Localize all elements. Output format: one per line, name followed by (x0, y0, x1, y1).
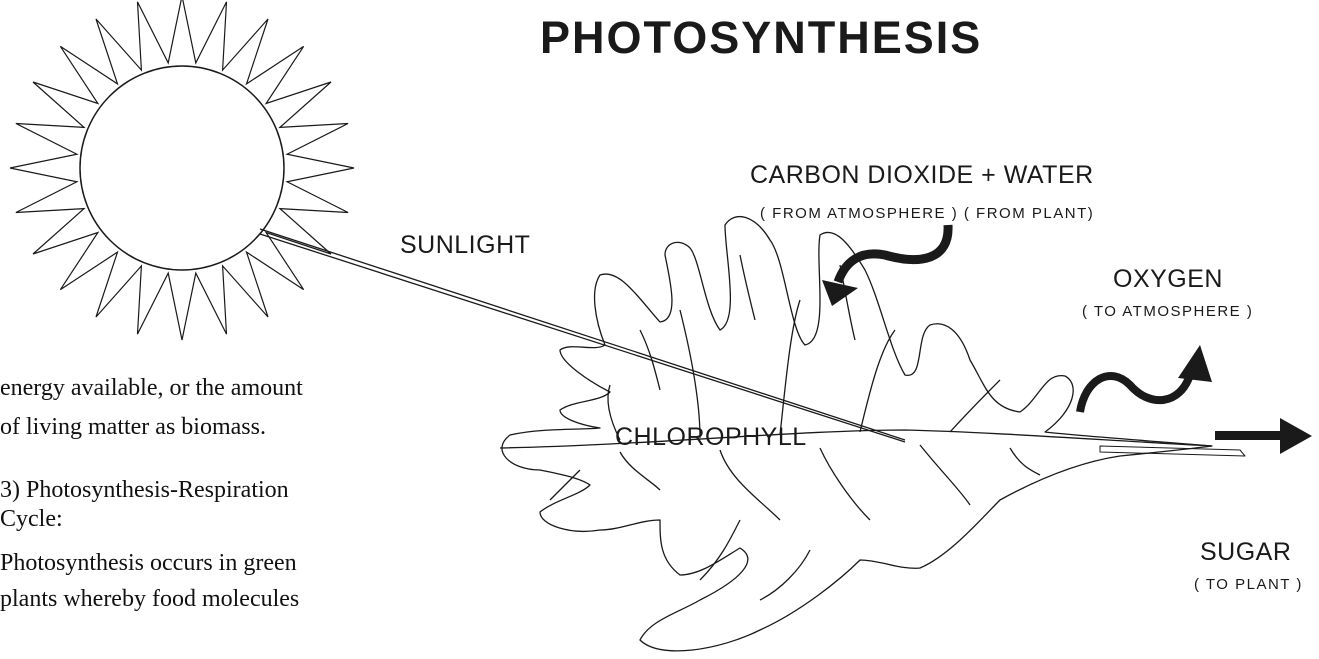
chlorophyll-label: CHLOROPHYLL (615, 423, 807, 452)
text-line: plants whereby food molecules (0, 585, 299, 614)
text-line: of living matter as biomass. (0, 413, 266, 442)
sunlight-ray (260, 229, 905, 442)
inputs-sources-label: ( FROM ATMOSPHERE ) ( FROM PLANT) (760, 205, 1094, 222)
sun-icon (10, 0, 354, 340)
sugar-label: SUGAR (1200, 538, 1291, 567)
oxygen-destination-label: ( TO ATMOSPHERE ) (1082, 303, 1253, 320)
diagram-title: PHOTOSYNTHESIS (540, 12, 982, 64)
sugar-destination-label: ( TO PLANT ) (1194, 576, 1303, 593)
section-heading: 3) Photosynthesis-Respiration (0, 476, 289, 505)
inputs-label: CARBON DIOXIDE + WATER (750, 161, 1094, 190)
oxygen-arrow-icon (1080, 345, 1212, 412)
text-line: energy available, or the amount (0, 374, 303, 403)
oxygen-label: OXYGEN (1113, 265, 1223, 294)
sugar-arrow-icon (1215, 418, 1312, 454)
sunlight-label: SUNLIGHT (400, 231, 530, 260)
section-heading: Cycle: (0, 505, 63, 534)
text-line: Photosynthesis occurs in green (0, 549, 297, 578)
